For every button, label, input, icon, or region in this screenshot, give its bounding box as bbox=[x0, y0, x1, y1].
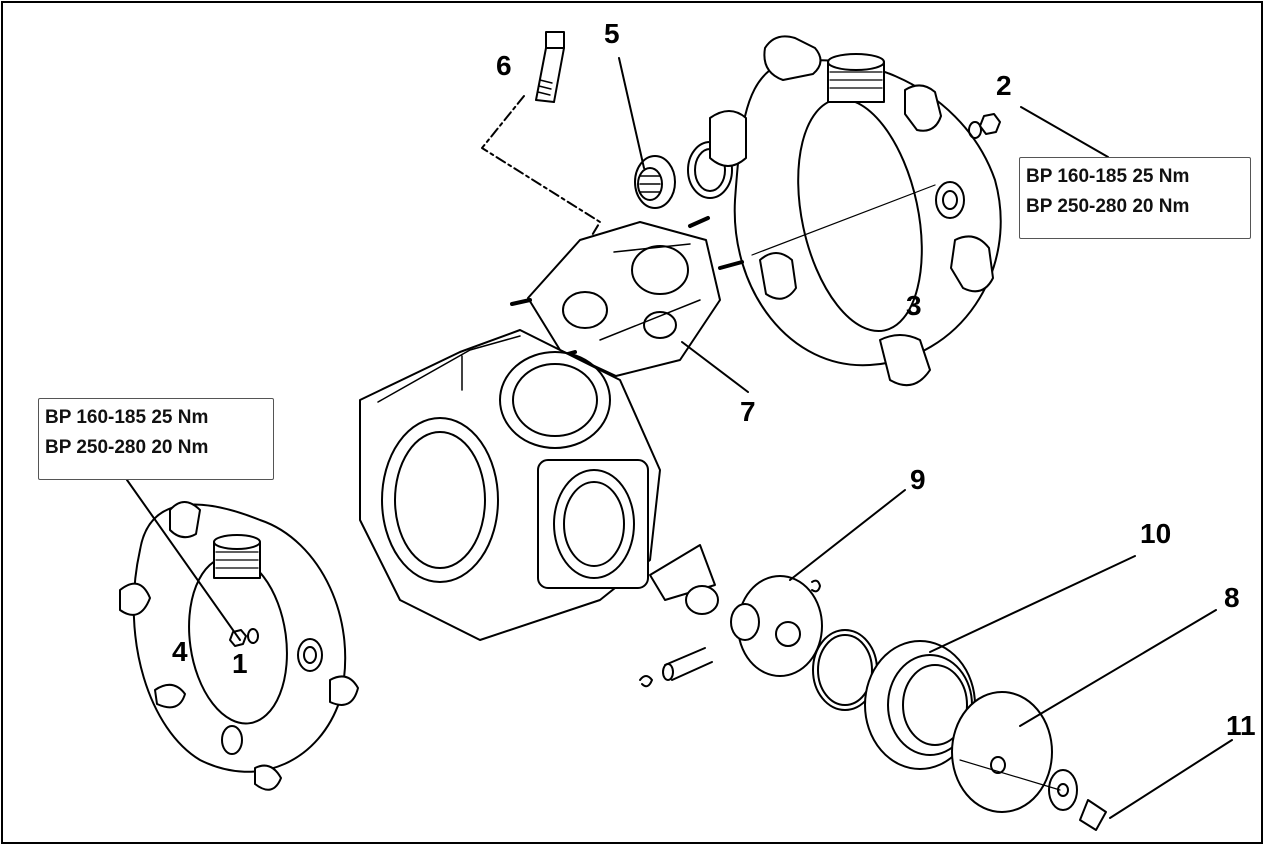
leader-9 bbox=[789, 489, 906, 581]
torque-spec-right-line1: BP 160-185 25 Nm bbox=[1026, 166, 1190, 187]
pump-body bbox=[359, 329, 661, 641]
part-9-impeller bbox=[639, 544, 823, 688]
callout-5: 5 bbox=[604, 18, 620, 49]
torque-spec-right: BP 160-185 25 Nm BP 250-280 20 Nm bbox=[1019, 157, 1251, 239]
part-6-bolt bbox=[535, 31, 565, 103]
leader-lines bbox=[126, 57, 1233, 819]
callout-8: 8 bbox=[1224, 582, 1240, 613]
torque-spec-left-line1: BP 160-185 25 Nm bbox=[45, 407, 209, 428]
part-5-valve bbox=[634, 141, 733, 209]
callout-10: 10 bbox=[1140, 518, 1172, 549]
centre-line bbox=[481, 95, 601, 253]
callout-3: 3 bbox=[906, 290, 922, 321]
torque-spec-left-line2: BP 250-280 20 Nm bbox=[45, 437, 209, 458]
part-11-bolt bbox=[1048, 769, 1107, 831]
leader-5 bbox=[618, 57, 645, 169]
callout-9: 9 bbox=[910, 464, 926, 495]
part-3-rear-cover bbox=[709, 35, 1002, 387]
callout-11: 11 bbox=[1226, 710, 1256, 741]
leader-11 bbox=[1109, 739, 1233, 819]
leader-2 bbox=[1020, 106, 1109, 158]
torque-spec-right-line2: BP 250-280 20 Nm bbox=[1026, 196, 1190, 217]
leader-front bbox=[959, 759, 1061, 791]
leader-7 bbox=[681, 341, 749, 393]
leader-left-spec bbox=[126, 479, 241, 641]
callout-7: 7 bbox=[740, 396, 756, 427]
callout-4: 4 bbox=[172, 636, 188, 667]
part-2-nut-washer bbox=[968, 113, 1001, 139]
part-10-ring bbox=[864, 640, 976, 770]
leader-10 bbox=[929, 555, 1136, 653]
callout-1: 1 bbox=[232, 648, 248, 679]
leader-8 bbox=[1019, 609, 1217, 727]
callout-6: 6 bbox=[496, 50, 512, 81]
callout-2: 2 bbox=[996, 70, 1012, 101]
leader-centre bbox=[751, 184, 936, 256]
torque-spec-left: BP 160-185 25 Nm BP 250-280 20 Nm bbox=[38, 398, 274, 480]
part-8-front-cover bbox=[951, 691, 1053, 813]
